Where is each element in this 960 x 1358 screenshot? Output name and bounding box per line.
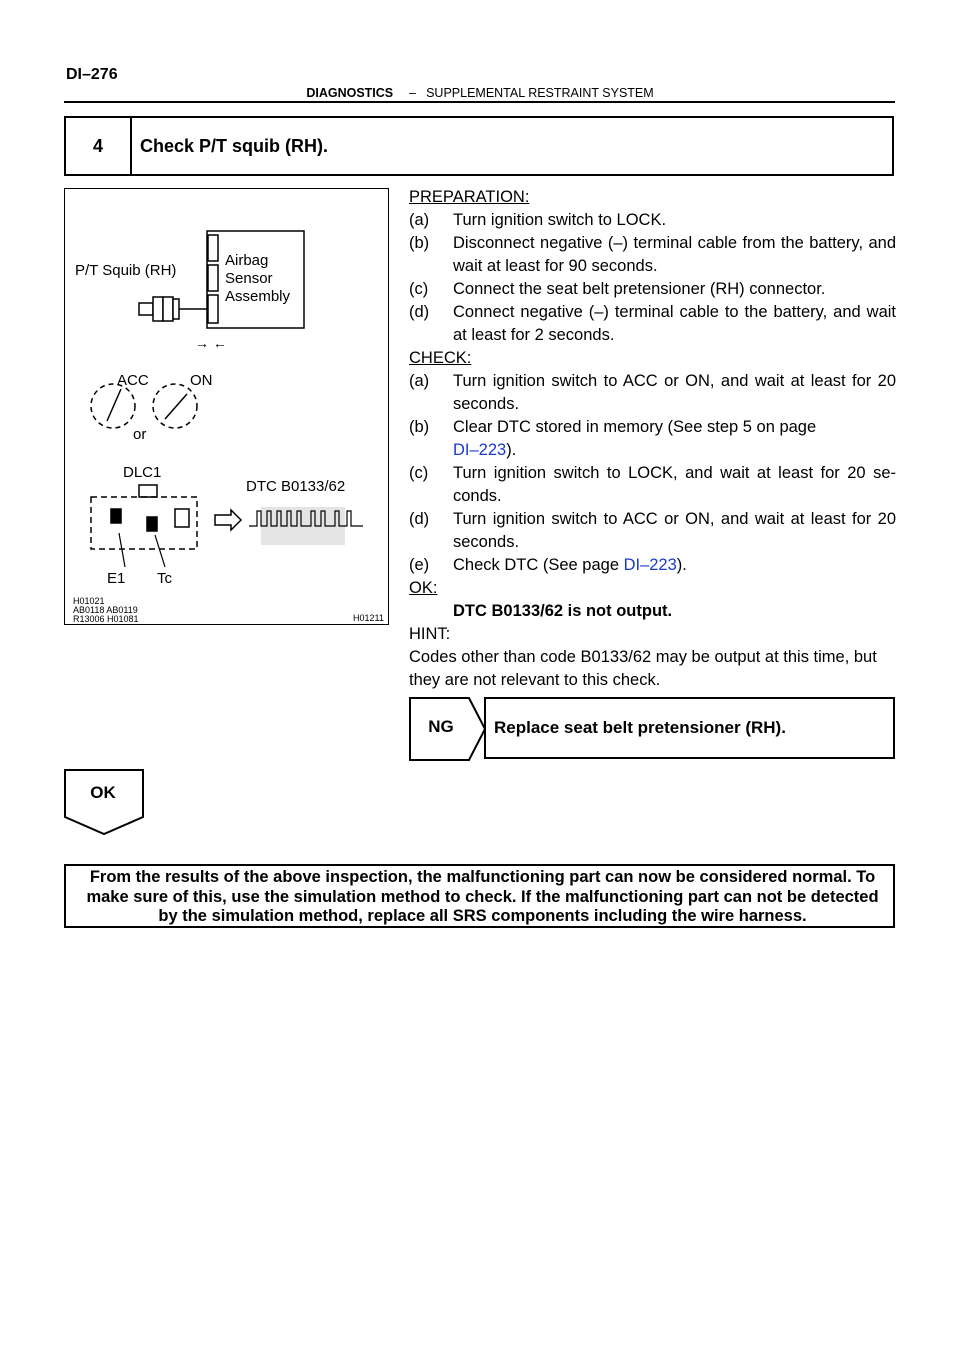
hint-text: Codes other than code B0133/62 may be ou… [409, 648, 877, 689]
item-e-end: ). [676, 556, 687, 574]
item-text: Disconnect negative (–) terminal cable f… [453, 234, 896, 275]
item-b-end: ). [506, 441, 517, 459]
hint-heading: HINT: [409, 625, 451, 643]
list-item: (b) Disconnect negative (–) terminal cabl… [409, 232, 896, 278]
preparation-heading: PREPARATION: [409, 188, 530, 206]
ng-action-box: Replace seat belt pretensioner (RH). [484, 697, 895, 759]
label-e1: E1 [107, 570, 125, 587]
list-item: (b) Clear DTC stored in memory (See step … [409, 416, 896, 462]
connect-arrows: → ← [195, 335, 227, 351]
ok-result: DTC B0133/62 is not output. [453, 602, 673, 620]
procedure-text: PREPARATION: (a) Turn ignition switch to … [409, 186, 896, 692]
step-box: 4 Check P/T squib (RH). [64, 116, 894, 176]
item-text: Turn ignition switch to ACC or ON, and w… [453, 372, 896, 413]
dtc-waveform-icon [249, 507, 363, 545]
list-item: (d) Turn ignition switch to ACC or ON, an… [409, 508, 896, 554]
item-label: (b) [409, 418, 430, 436]
figure-ref-3: R13006 H01081 [73, 614, 139, 624]
page-link-di-223[interactable]: DI–223 [623, 556, 677, 574]
illustration-drawing: Airbag Sensor Assembly P/T Squib (RH) → … [73, 230, 384, 624]
page-number: DI–276 [66, 66, 118, 83]
item-text: Connect negative (–) terminal cable to t… [453, 303, 896, 344]
figure-ref-right: H01211 [353, 613, 384, 623]
item-text: Turn ignition switch to LOCK, and wait a… [453, 464, 896, 505]
item-label: (a) [409, 372, 430, 390]
step-title: Check P/T squib (RH). [140, 135, 329, 156]
check-heading: CHECK: [409, 349, 472, 367]
label-airbag-3: Assembly [225, 288, 291, 305]
conclusion-box: From the results of the above inspection… [64, 864, 895, 928]
item-text: Clear DTC stored in memory (See step 5 o… [453, 416, 896, 462]
page-link-di-223[interactable]: DI–223 [453, 441, 507, 459]
label-airbag-1: Airbag [225, 252, 268, 269]
label-airbag-2: Sensor [225, 270, 273, 287]
label-acc: ACC [117, 372, 149, 389]
ignition-switch-icon [90, 383, 198, 429]
item-text: Turn ignition switch to ACC or ON, and w… [453, 510, 896, 551]
item-text: Turn ignition switch to LOCK. [453, 211, 667, 229]
illustration: Airbag Sensor Assembly P/T Squib (RH) → … [64, 188, 389, 625]
ok-label: OK [90, 783, 116, 802]
running-header: DIAGNOSTICS –SUPPLEMENTAL RESTRAINT SYSTE… [0, 86, 960, 100]
list-item: (d) Connect negative (–) terminal cable t… [409, 301, 896, 347]
header-rule [64, 101, 895, 103]
airbag-sensor-box [206, 230, 305, 329]
list-item: (c) Turn ignition switch to LOCK, and wai… [409, 462, 896, 508]
label-tc: Tc [157, 570, 173, 587]
item-label: (d) [409, 303, 430, 321]
figure-ref-1: H01021 [73, 596, 105, 606]
item-e-text: Check DTC (See page [453, 556, 624, 574]
item-b-text: Clear DTC stored in memory (See step 5 o… [453, 418, 817, 436]
label-squib: P/T Squib (RH) [75, 262, 176, 279]
list-item: (a) Turn ignition switch to ACC or ON, an… [409, 370, 896, 416]
step-number: 4 [66, 118, 132, 174]
list-item: (a) Turn ignition switch to LOCK. [409, 209, 896, 232]
label-or: or [133, 426, 146, 443]
list-item: (e) Check DTC (See page DI–223). [409, 554, 896, 577]
ng-label: NG [428, 717, 454, 736]
ng-arrow-tab [409, 697, 487, 761]
item-label: (d) [409, 510, 430, 528]
figure-ref-2: AB0118 AB0119 [73, 605, 138, 615]
item-text: Connect the seat belt pretensioner (RH) … [453, 280, 826, 298]
squib-connector [138, 296, 208, 322]
header-separator: – [409, 86, 417, 100]
dlc1-connector-icon [90, 484, 198, 550]
item-text: Check DTC (See page DI–223). [453, 554, 896, 577]
item-label: (a) [409, 211, 430, 229]
item-label: (c) [409, 464, 429, 482]
item-label: (b) [409, 234, 430, 252]
label-dlc1: DLC1 [123, 464, 161, 481]
header-subsection: SUPPLEMENTAL RESTRAINT SYSTEM [426, 86, 654, 100]
ok-arrow-tab [64, 769, 144, 835]
list-item: (c) Connect the seat belt pretensioner (R… [409, 278, 896, 301]
label-on: ON [190, 372, 213, 389]
label-dtc: DTC B0133/62 [246, 478, 345, 495]
dtc-arrow-icon [214, 508, 243, 532]
item-label: (e) [409, 556, 430, 574]
header-section: DIAGNOSTICS [306, 86, 394, 100]
ok-heading: OK: [409, 579, 438, 597]
item-label: (c) [409, 280, 429, 298]
